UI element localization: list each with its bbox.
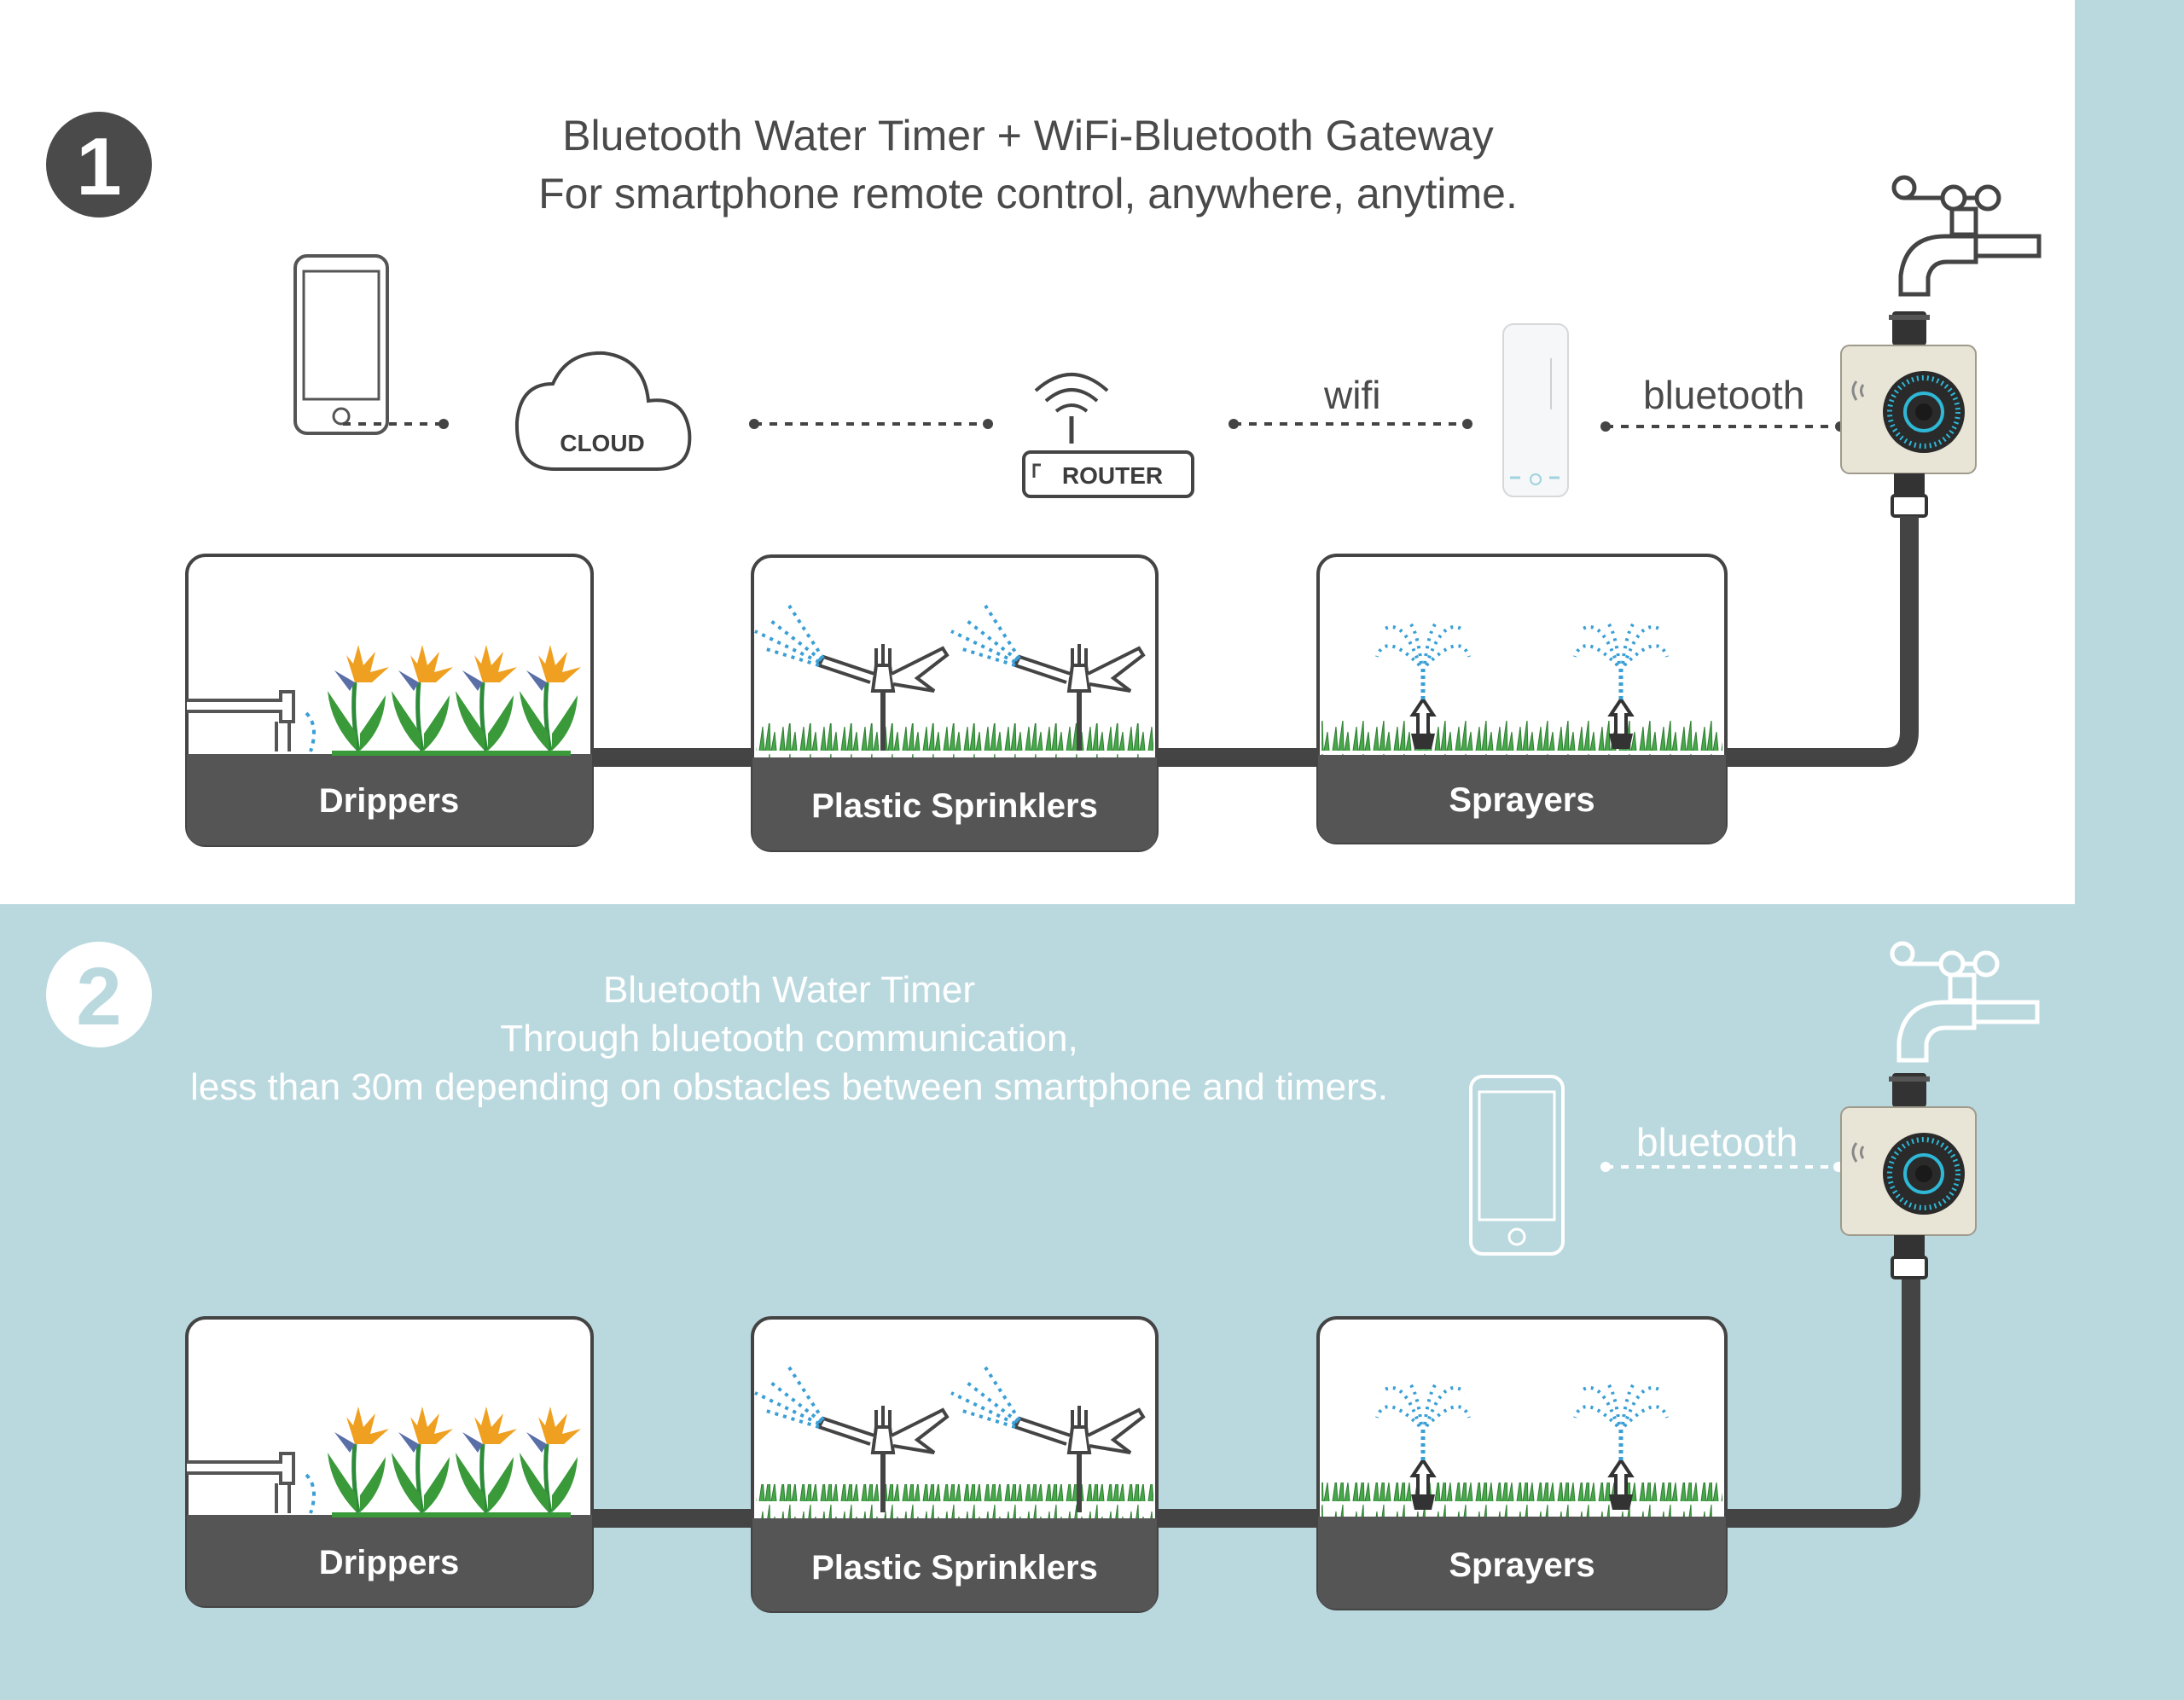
card-label-plastic-sprinklers: Plastic Sprinklers <box>811 787 1098 825</box>
section-2-line-2: Through bluetooth communication, <box>500 1018 1078 1059</box>
section-1-subtitle: For smartphone remote control, anywhere,… <box>538 170 1518 218</box>
drippers-card <box>187 554 594 847</box>
step-2-number: 2 <box>76 951 121 1042</box>
sprayers-card-2 <box>1316 1316 1728 1610</box>
router-label: ROUTER <box>1062 462 1163 489</box>
card-label-plastic-sprinklers-2: Plastic Sprinklers <box>811 1549 1098 1587</box>
wifi-label: wifi <box>1324 373 1381 417</box>
water-pipe <box>1723 516 1919 767</box>
sprinklers-card <box>751 554 1159 852</box>
section-2-line-3: less than 30m depending on obstacles bet… <box>190 1066 1388 1108</box>
cloud-label: CLOUD <box>560 430 645 456</box>
bluetooth-label: bluetooth <box>1643 373 1805 417</box>
card-label-sprayers: Sprayers <box>1449 781 1594 819</box>
step-1-number: 1 <box>76 121 121 212</box>
sprinklers-card-2 <box>751 1316 1159 1613</box>
section-2-title: Bluetooth Water Timer <box>602 969 976 1011</box>
step-1-badge <box>46 112 152 218</box>
section-1-title: Bluetooth Water Timer + WiFi-Bluetooth G… <box>562 112 1494 160</box>
router-icon <box>1022 373 1194 498</box>
sprayers-card <box>1316 554 1728 844</box>
drippers-card-2 <box>187 1316 594 1608</box>
card-label-drippers: Drippers <box>319 782 460 820</box>
step-2-badge <box>46 942 152 1047</box>
cloud-icon <box>514 351 692 471</box>
water-pipe-2 <box>1723 1279 1920 1528</box>
card-label-sprayers-2: Sprayers <box>1449 1546 1594 1584</box>
bluetooth-label-2: bluetooth <box>1636 1120 1798 1164</box>
card-label-drippers-2: Drippers <box>319 1544 460 1581</box>
gateway-device-icon <box>1502 323 1569 497</box>
